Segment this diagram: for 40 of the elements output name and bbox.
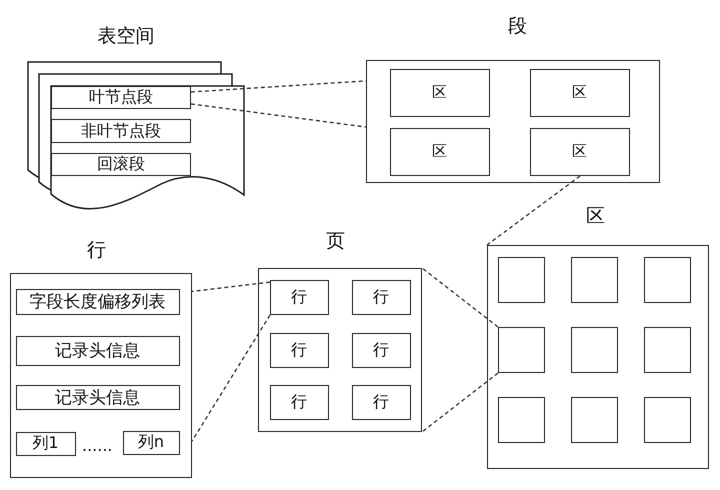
dashed-connector-line [422, 267, 498, 328]
page-box [644, 326, 690, 372]
tablespace-title: 表空间 [98, 25, 154, 48]
row-box: 行 [270, 384, 328, 420]
row-field-box: 字段长度偏移列表 [16, 288, 180, 314]
extent-box: 区 [390, 68, 490, 116]
row-box: 行 [352, 280, 410, 314]
dashed-connector-line [486, 175, 580, 246]
row-box: 行 [352, 332, 410, 368]
ellipsis-text: ...... [82, 436, 113, 456]
page-title: 页 [326, 230, 345, 252]
column-box: 列n [122, 430, 180, 454]
page-box [498, 256, 544, 302]
page-box [570, 326, 618, 372]
row-box: 行 [270, 280, 328, 314]
extent-title: 区 [586, 204, 605, 228]
segment-entry-box: 回滚段 [51, 153, 191, 176]
dashed-connector-line [191, 314, 271, 442]
page-box [498, 326, 544, 372]
page-box [644, 256, 690, 302]
extent-box: 区 [530, 68, 630, 116]
dashed-connector-line [190, 103, 366, 128]
page-box [498, 396, 544, 442]
extent-box: 区 [390, 128, 490, 176]
extent-box: 区 [530, 128, 630, 176]
segment-entry-box: 非叶节点段 [51, 119, 191, 143]
row-box: 行 [270, 332, 328, 368]
page-box [570, 396, 618, 442]
row-title: 行 [87, 238, 106, 262]
row-field-box: 记录头信息 [16, 336, 180, 366]
dashed-connector-line [190, 80, 366, 93]
row-field-box: 记录头信息 [16, 384, 180, 410]
segment-entry-box: 叶节点段 [51, 86, 191, 109]
page-box [644, 396, 690, 442]
page-box [570, 256, 618, 302]
column-box: 列1 [16, 432, 76, 456]
segment-title: 段 [508, 14, 527, 38]
dashed-connector-line [192, 281, 270, 292]
dashed-connector-line [422, 372, 498, 433]
row-box: 行 [352, 384, 410, 420]
